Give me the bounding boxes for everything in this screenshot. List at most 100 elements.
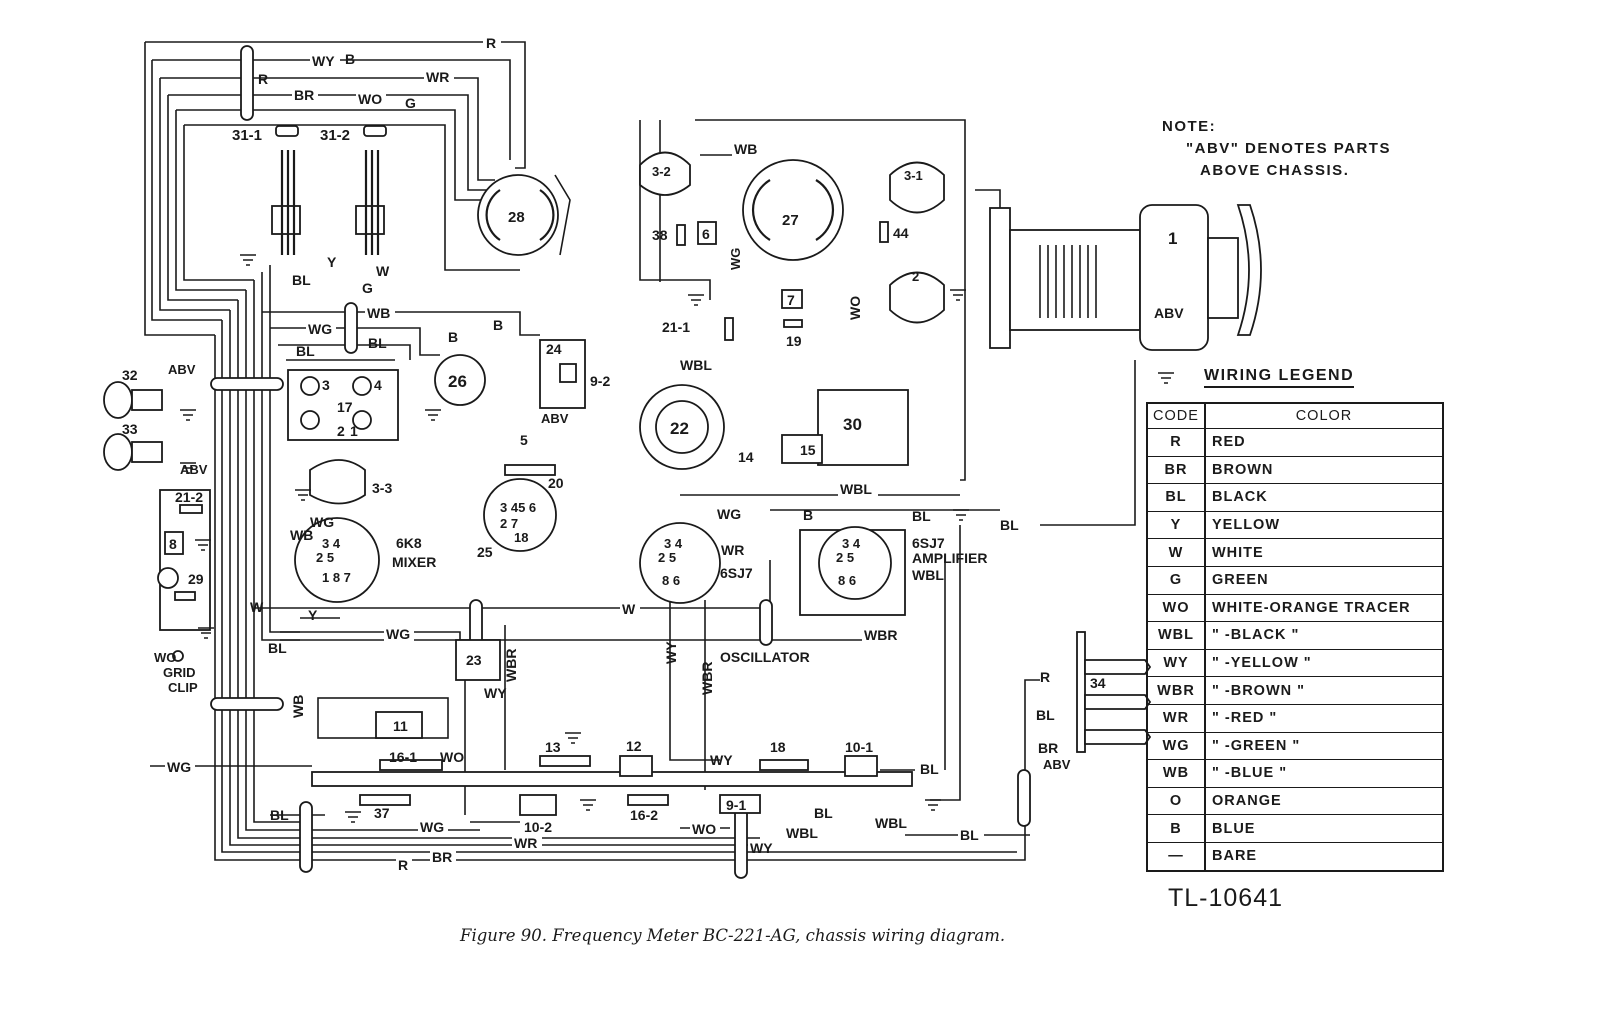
resistor-6: 6 (697, 221, 717, 245)
label-17: 17 (337, 399, 353, 415)
label-34: 34 (1090, 675, 1106, 691)
wire-label-wbl-amp: WBL (912, 567, 944, 583)
note-block: NOTE: "ABV" DENOTES PARTS ABOVE CHASSIS. (1162, 116, 1391, 182)
legend-row: WY" -YELLOW " (1147, 648, 1443, 677)
svg-text:18: 18 (514, 530, 528, 545)
wire-label-bl-bottom: BL (270, 807, 289, 823)
legend-code: BL (1147, 483, 1206, 512)
wire-label-r-top: R (486, 35, 496, 51)
wire-label-br-bottom: BR (432, 849, 452, 865)
label-25: 25 (477, 544, 493, 560)
osc-name: OSCILLATOR (720, 649, 810, 665)
resistor-21-2: 21-2 (159, 489, 211, 631)
wire-label-bl-91: BL (814, 805, 833, 821)
component-23: 23 (455, 639, 501, 681)
wire-label-wo-16: WO (440, 749, 464, 765)
wire-label-wb-11: WB (290, 695, 306, 718)
legend-color: WHITE-ORANGE TRACER (1205, 593, 1443, 622)
amp-name: AMPLIFIER (912, 550, 987, 566)
wire-label-wg-osc: WG (717, 506, 741, 522)
legend-color: ORANGE (1205, 786, 1443, 815)
svg-text:8 6: 8 6 (662, 573, 680, 588)
osc-type: 6SJ7 (720, 565, 753, 581)
jack-33: 33 ABV (103, 421, 208, 477)
label-16-1: 16-1 (389, 749, 417, 765)
legend-header-code: CODE (1147, 402, 1206, 429)
legend-code: WBL (1147, 621, 1206, 650)
svg-text:2 7: 2 7 (500, 516, 518, 531)
wire-label-y-coils: Y (327, 254, 337, 270)
legend-title: WIRING LEGEND (1204, 367, 1355, 388)
label-2: 2 (912, 269, 919, 284)
svg-text:2 5: 2 5 (658, 550, 676, 565)
legend-color: " -BROWN " (1205, 676, 1443, 705)
harness-clamps (210, 45, 1031, 879)
wire-label-wbl-30: WBL (840, 481, 872, 497)
wire-label-g-top: G (405, 95, 416, 111)
grid-clip: WO GRID CLIP (154, 650, 198, 695)
resistor-21-1: 21-1 (662, 317, 734, 341)
legend-row: WBR" -BROWN " (1147, 676, 1443, 705)
wire-label-wg-27: WG (728, 248, 743, 270)
transformer-30: 30 15 (781, 389, 909, 466)
legend-color: WHITE (1205, 538, 1443, 567)
legend-row: WG" -GREEN " (1147, 731, 1443, 760)
ground-symbols (180, 254, 1174, 823)
wire-label-b-26: B (448, 329, 458, 345)
capacitor-8: 8 (164, 531, 184, 555)
wire-label-bl-34b: BL (1036, 707, 1055, 723)
svg-text:3 45 6: 3 45 6 (500, 500, 536, 515)
legend-color: YELLOW (1205, 510, 1443, 539)
legend-row: WR" -RED " (1147, 703, 1443, 733)
label-6: 6 (702, 226, 710, 242)
wire-label-r-34: R (1040, 669, 1050, 685)
label-11: 11 (393, 718, 408, 734)
mixer-name: MIXER (392, 554, 436, 570)
socket-3-3: 3-3 (309, 459, 392, 505)
svg-text:3 4: 3 4 (664, 536, 683, 551)
capacitor-7: 7 (781, 289, 803, 309)
wire-label-bl-mixer: BL (268, 640, 287, 656)
resistor-11: 11 (317, 697, 449, 739)
svg-text:1 8 7: 1 8 7 (322, 570, 351, 585)
wire-label-r-2: R (258, 71, 268, 87)
label-7: 7 (787, 292, 795, 308)
wire-label-g-coils: G (362, 280, 373, 296)
tube-socket-25: 3 45 6 2 7 18 25 20 (477, 475, 564, 560)
figure-caption: Figure 90. Frequency Meter BC-221-AG, ch… (460, 926, 1006, 945)
wire-label-wo-27: WO (847, 296, 863, 320)
label-22: 22 (670, 419, 689, 438)
label-3-2: 3-2 (652, 164, 671, 179)
label-28: 28 (508, 209, 525, 226)
label-38: 38 (652, 227, 668, 243)
legend-code: WR (1147, 703, 1206, 733)
socket-3-2: 3-2 (639, 151, 691, 196)
svg-text:4: 4 (374, 377, 382, 393)
wire-label-br-34: BR (1038, 740, 1058, 756)
wire-label-wg-left: WG (167, 759, 191, 775)
legend-code: WB (1147, 759, 1206, 788)
wire-label-bl-coils: BL (292, 272, 311, 288)
label-5: 5 (520, 432, 528, 448)
amp-type: 6SJ7 (912, 535, 945, 551)
label-37: 37 (374, 805, 390, 821)
label-31-1: 31-1 (232, 127, 262, 144)
legend-color: GREEN (1205, 565, 1443, 595)
note-heading: NOTE: (1162, 118, 1217, 135)
legend-header-color: COLOR (1205, 402, 1443, 429)
coil-31-2: 31-2 (320, 125, 387, 255)
label-3-1: 3-1 (904, 168, 923, 183)
legend-code: R (1147, 428, 1206, 457)
note-line-2: ABOVE CHASSIS. (1200, 162, 1350, 179)
variable-capacitor-1: 1 ABV (989, 204, 1262, 351)
legend-color: " -GREEN " (1205, 731, 1443, 760)
label-10-1: 10-1 (845, 739, 873, 755)
wire-label-wr-osc: WR (721, 542, 744, 558)
grid-clip-1: GRID (163, 665, 196, 680)
legend-code: — (1147, 841, 1206, 871)
tube-6sj7-oscillator: 3 4 2 5 8 6 6SJ7 OSCILLATOR (639, 522, 810, 665)
